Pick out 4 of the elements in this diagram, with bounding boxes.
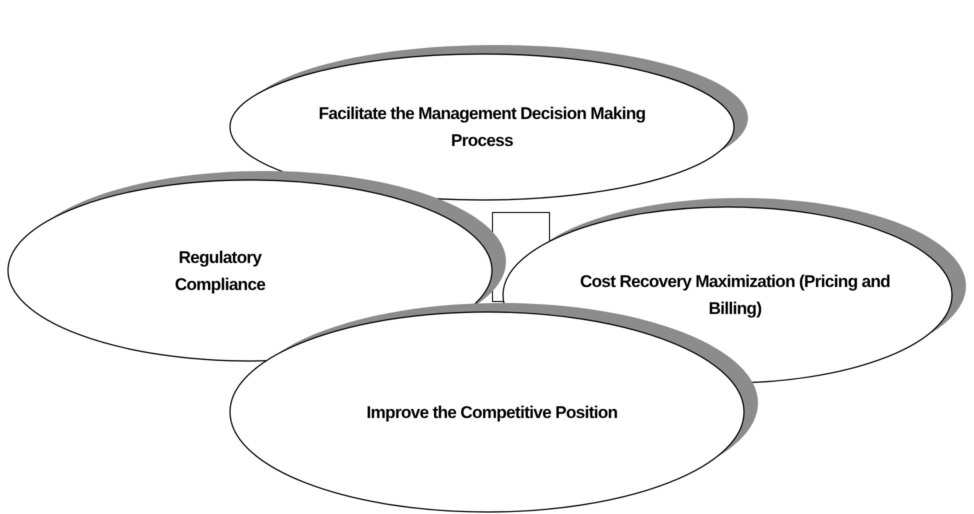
node-label: Regulatory Compliance [174,246,266,296]
node-label: Facilitate the Management Decision Making Process [318,103,646,152]
node-label: Improve the Competitive Position [366,402,618,424]
node-label: Cost Recovery Maximization (Pricing and Billing) [578,271,892,320]
